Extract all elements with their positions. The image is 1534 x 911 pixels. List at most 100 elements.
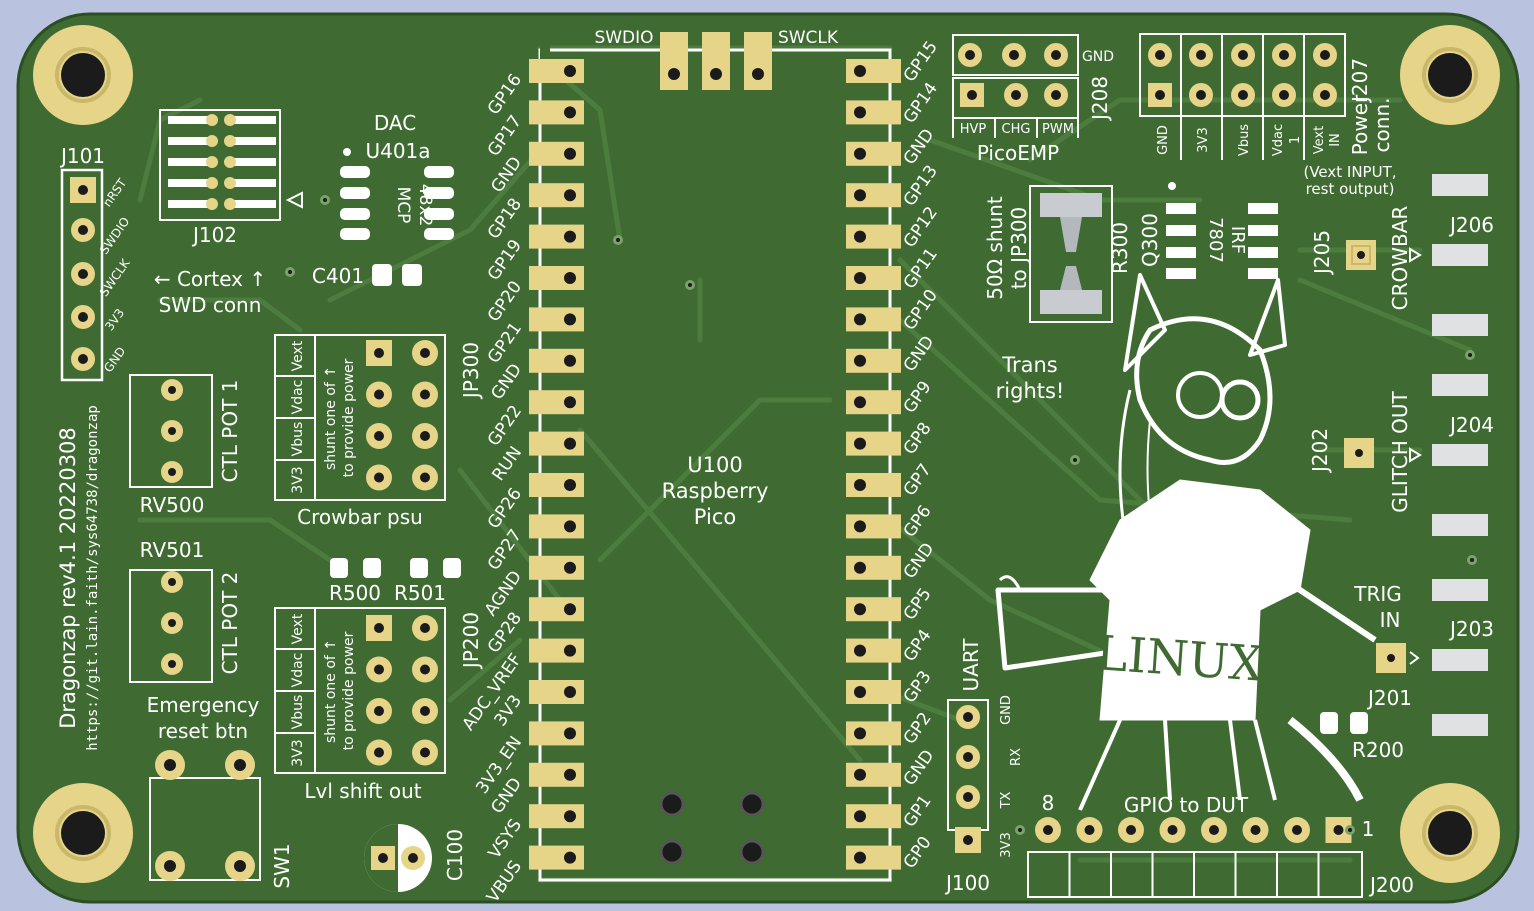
pico-pad-hole (854, 561, 866, 574)
pico-name-line1: Raspberry (662, 479, 769, 503)
jp200-row-vdac: Vdac (290, 653, 306, 688)
pico-pad-hole (854, 189, 866, 202)
j207-pad-hole (1238, 90, 1248, 100)
j203-ref: J203 (1448, 617, 1494, 641)
via-hole (1073, 458, 1077, 462)
board-info: Dragonzap rev4.1 20220308 https://git.la… (56, 405, 101, 751)
pico-pad-hole (854, 603, 866, 616)
j207-pad-hole (1320, 50, 1330, 60)
j101-caption-line1: ← Cortex ↑ (154, 267, 266, 291)
sw1-caption-line2: reset btn (158, 719, 248, 743)
j101-pad-hole (78, 225, 88, 235)
j102-pad-ring (224, 114, 236, 126)
j102-pads (168, 114, 276, 210)
pico-pad-hole (854, 479, 866, 491)
j101-ref: J101 (59, 144, 105, 168)
j200-ref: J200 (1368, 873, 1414, 897)
pico-pad-hole (854, 272, 866, 284)
pico-pad-hole (854, 768, 866, 781)
uart-pin-tx: TX (999, 791, 1014, 809)
pico-name-line2: Pico (694, 505, 736, 529)
dac-ref: U401a (365, 139, 430, 163)
j200-pads (1035, 817, 1352, 897)
j208-caption: PicoEMP (977, 141, 1059, 165)
q300-ref: Q300 (1138, 213, 1162, 267)
pico-pad-hole (854, 396, 866, 409)
rv501-label: CTL POT 2 (218, 572, 242, 675)
pico-pad-hole (854, 313, 866, 326)
pico-pad-hole (564, 272, 576, 284)
rv500-ref: RV500 (140, 493, 205, 517)
j101-pad-hole (78, 354, 88, 364)
j101-caption-line2: SWD conn (159, 293, 262, 317)
jp200-row-vext: Vext (290, 613, 306, 644)
q300-part-line1: IRF (1227, 226, 1248, 254)
swdio-label: SWDIO (594, 28, 653, 48)
edge-pad (1432, 314, 1488, 336)
jumper-pad-hole (420, 472, 430, 483)
j208-label-hvp: HVP (960, 122, 987, 137)
j207-pad-hole (1279, 90, 1289, 100)
j102-pad (168, 158, 214, 166)
r501-resistor: R501 (394, 558, 461, 605)
pico-pad-hole (854, 230, 866, 243)
pico-pad-hole (564, 230, 576, 243)
jumper-pad-hole (420, 348, 430, 358)
j101-pad-hole (78, 312, 88, 322)
via-hole (1018, 828, 1022, 832)
via-hole (688, 283, 692, 287)
dac-part-line2: 48x2 (415, 184, 435, 227)
pico-pad-hole (564, 644, 576, 657)
j200-pad-hole (1250, 825, 1261, 835)
j207-pad-hole (1155, 50, 1165, 60)
j207-note-line1: (Vext INPUT, (1303, 163, 1396, 181)
c401-pad (372, 264, 392, 286)
c401-ref: C401 (312, 264, 364, 288)
rv501-ref: RV501 (140, 538, 205, 562)
pico-hole (659, 839, 685, 865)
j200-pad-hole (1126, 825, 1136, 835)
j208-ref: J208 (1088, 76, 1112, 122)
j102-pad-ring (224, 135, 236, 147)
edge-pad (1432, 374, 1488, 396)
trig-line2: IN (1380, 608, 1401, 632)
pico-pad-hole (564, 396, 576, 409)
r500-resistor: R500 (329, 558, 381, 605)
jp300-row-3v3: 3V3 (290, 466, 306, 493)
c401-pad (402, 264, 422, 286)
trans-rights-line2: rights! (996, 379, 1065, 403)
jumper-pad-hole (374, 389, 384, 400)
pico-pad-hole (564, 603, 576, 616)
swclk-label: SWCLK (778, 28, 839, 48)
dac-pad (424, 228, 454, 240)
pico-pad-hole (564, 354, 576, 367)
dac-pad (340, 166, 370, 178)
pico-pad-hole (564, 810, 576, 823)
jumper-pad-hole (374, 623, 384, 633)
jumper-pad-hole (374, 706, 384, 716)
jp200-pads (366, 615, 438, 766)
j204-ref: J204 (1448, 413, 1494, 437)
j208-gnd: GND (1082, 49, 1114, 65)
jumper-pad-hole (420, 389, 430, 400)
trig-line1: TRIG (1353, 582, 1402, 606)
r200-ref: R200 (1352, 738, 1404, 762)
j102-pad-ring (206, 114, 218, 126)
j102-pad-ring (206, 135, 218, 147)
pico-hole (659, 791, 685, 817)
via-hole (616, 238, 620, 242)
dac-pad (340, 228, 370, 240)
pico-pad-hole (854, 520, 866, 533)
j205-ref: J205 (1310, 230, 1334, 276)
j207-label-vbus: Vbus (1237, 124, 1252, 156)
pico-pad-hole (854, 851, 866, 864)
via-hole (1468, 353, 1472, 357)
pico-pad-hole (564, 189, 576, 202)
sw1-caption-line1: Emergency (147, 693, 260, 717)
via-hole (323, 198, 327, 202)
j202-ref: J202 (1308, 428, 1332, 474)
pico-pad-hole (854, 810, 866, 823)
jp200-row-vbus: Vbus (290, 695, 306, 730)
j200-last-label: 1 (1362, 817, 1375, 841)
